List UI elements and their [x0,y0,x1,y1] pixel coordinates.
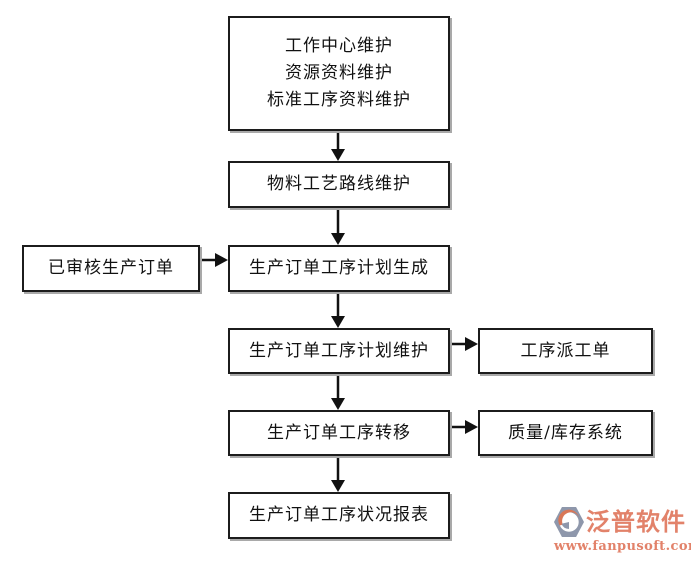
node-label: 工作中心维护 [285,36,393,56]
node-quality-inventory-system: 质量/库存系统 [478,410,653,456]
node-operation-dispatch-order: 工序派工单 [478,328,653,374]
node-label: 生产订单工序计划生成 [249,258,429,278]
fanpu-watermark: 泛普软件 www.fanpusoft.com [554,506,691,554]
node-master-data: 工作中心维护 资源资料维护 标准工序资料维护 [228,16,450,131]
node-operation-status-report: 生产订单工序状况报表 [228,492,450,539]
arrow-planmnt-to-dispatch [450,337,478,351]
fanpu-logo-icon [554,507,584,537]
arrow-planmnt-to-transfer [331,374,345,410]
node-label: 标准工序资料维护 [267,90,411,110]
arrow-master-to-routing [331,131,345,161]
node-label: 物料工艺路线维护 [267,174,411,194]
node-operation-transfer: 生产订单工序转移 [228,410,450,456]
node-approved-production-order: 已审核生产订单 [22,245,200,292]
node-label: 质量/库存系统 [508,422,623,443]
brand-name: 泛普软件 [586,507,686,536]
arrow-transfer-to-report [331,456,345,492]
arrow-approved-to-plangen [200,253,228,267]
node-label: 已审核生产订单 [48,258,174,278]
arrow-transfer-to-quality [450,420,478,434]
node-routing-maintenance: 物料工艺路线维护 [228,161,450,208]
node-operation-plan-maintenance: 生产订单工序计划维护 [228,328,450,374]
node-operation-plan-generation: 生产订单工序计划生成 [228,245,450,292]
node-label: 资源资料维护 [285,63,393,83]
arrow-routing-to-plangen [331,208,345,245]
node-label: 生产订单工序状况报表 [249,505,429,525]
node-label: 生产订单工序计划维护 [249,340,429,361]
node-label: 生产订单工序转移 [267,422,411,443]
node-label: 工序派工单 [520,340,611,361]
arrow-plangen-to-planmnt [331,292,345,328]
brand-url: www.fanpusoft.com [554,539,691,554]
